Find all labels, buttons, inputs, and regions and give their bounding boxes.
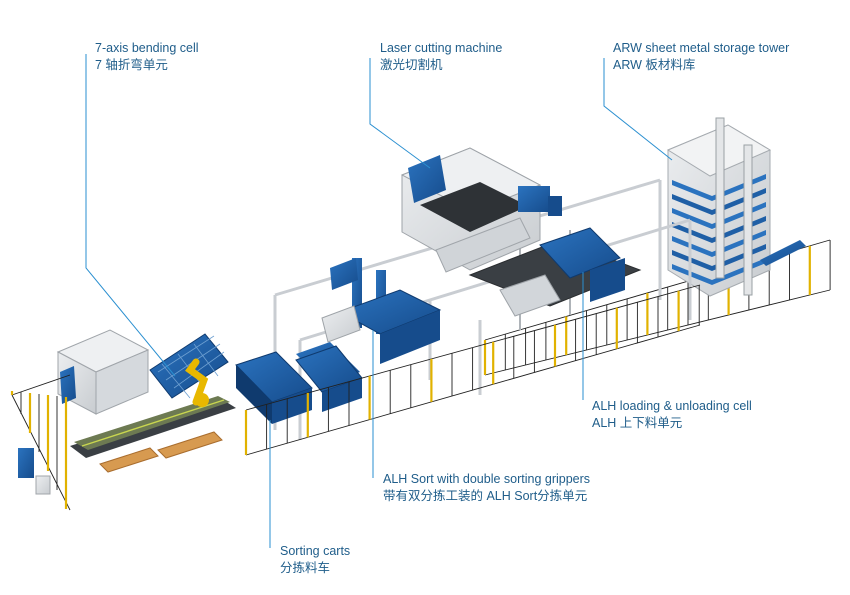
leader-storage-tower bbox=[603, 58, 673, 161]
storage-shelf bbox=[672, 188, 766, 215]
storage-shelf bbox=[672, 244, 766, 271]
label-bending-cell-en: 7-axis bending cell bbox=[95, 41, 199, 55]
storage-shelf bbox=[672, 174, 766, 201]
bending-cell bbox=[18, 329, 236, 495]
label-alh-cell: ALH loading & unloading cell ALH 上下料单元 bbox=[592, 398, 752, 432]
storage-shelf bbox=[672, 230, 766, 257]
label-sorting-carts-en: Sorting carts bbox=[280, 544, 351, 558]
storage-shelf bbox=[672, 258, 766, 285]
storage-tower bbox=[666, 117, 806, 297]
storage-shelf bbox=[672, 216, 766, 243]
label-storage-tower: ARW sheet metal storage tower ARW 板材料库 bbox=[613, 40, 789, 74]
label-laser-cutting-en: Laser cutting machine bbox=[380, 41, 503, 55]
label-alh-sort-en: ALH Sort with double sorting grippers bbox=[383, 472, 591, 486]
label-bending-cell-zh: 7 轴折弯单元 bbox=[95, 58, 168, 72]
label-laser-cutting: Laser cutting machine 激光切割机 bbox=[380, 40, 502, 74]
label-bending-cell: 7-axis bending cell 7 轴折弯单元 bbox=[95, 40, 199, 74]
label-alh-sort: ALH Sort with double sorting grippers 带有… bbox=[383, 471, 590, 505]
safety-fence-front bbox=[10, 284, 701, 511]
leader-lines bbox=[85, 54, 673, 548]
alh-loading-cell bbox=[468, 227, 642, 317]
robot-arm bbox=[185, 358, 209, 406]
label-sorting-carts-zh: 分拣料车 bbox=[280, 561, 331, 575]
label-storage-tower-en: ARW sheet metal storage tower bbox=[613, 41, 790, 55]
laser-cutting-machine bbox=[400, 147, 562, 273]
leader-laser-cutting bbox=[369, 58, 431, 169]
label-alh-cell-zh: ALH 上下料单元 bbox=[592, 416, 683, 430]
sorting-carts bbox=[235, 345, 363, 424]
label-sorting-carts: Sorting carts 分拣料车 bbox=[280, 543, 350, 577]
storage-shelf bbox=[672, 202, 766, 229]
label-alh-cell-en: ALH loading & unloading cell bbox=[592, 399, 752, 413]
label-laser-cutting-zh: 激光切割机 bbox=[380, 58, 443, 72]
label-storage-tower-zh: ARW 板材料库 bbox=[613, 58, 696, 72]
leader-bending-cell bbox=[85, 54, 176, 377]
label-alh-sort-zh: 带有双分拣工装的 ALH Sort分拣单元 bbox=[383, 489, 588, 503]
